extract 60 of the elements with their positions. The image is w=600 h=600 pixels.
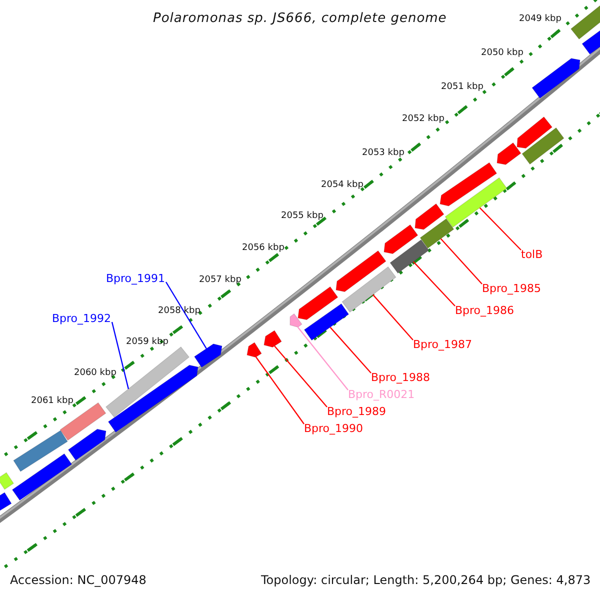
leader-line: [412, 261, 456, 306]
tick-label: 2049 kbp: [519, 14, 562, 24]
gene-block: [384, 224, 418, 254]
gene-block: [522, 127, 564, 165]
gene-block: [414, 203, 444, 230]
gene-label: Bpro_1986: [455, 304, 514, 316]
leader-line: [297, 326, 348, 390]
gene-label: Bpro_1990: [304, 422, 364, 434]
tick-label: 2058 kbp: [158, 306, 200, 316]
leader-line: [440, 238, 482, 284]
gene-block: [264, 330, 282, 348]
tick-label: 2051 kbp: [441, 82, 484, 92]
gene-label: Bpro_1992: [52, 312, 112, 324]
accession-text: Accession: NC_007948: [10, 574, 146, 586]
leader-line: [372, 294, 414, 340]
gene-block: [444, 177, 508, 228]
gene-block: [194, 344, 222, 368]
tick-label: 2056 kbp: [242, 244, 284, 252]
gene-block: [440, 162, 498, 206]
gene-label: Bpro_1987: [413, 338, 472, 350]
gene-block: [246, 342, 262, 358]
tick-label: 2057 kbp: [199, 276, 242, 284]
gene-block: [496, 142, 522, 165]
tick-label: 2055 kbp: [281, 212, 324, 220]
leader-line: [256, 356, 304, 424]
gene-block: [68, 428, 106, 461]
gene-block: [570, 4, 600, 40]
tick-label: 2059 kbp: [126, 338, 168, 346]
tick-label: 2061 kbp: [31, 396, 74, 406]
leader-line: [111, 322, 130, 390]
summary-text: Topology: circular; Length: 5,200,264 bp; Genes: 4,873: [261, 574, 591, 586]
gene-label: tolB: [521, 248, 543, 260]
gene-block: [342, 266, 396, 313]
gene-block: [0, 492, 12, 512]
gene-block: [0, 472, 14, 490]
tick-label: 2052 kbp: [402, 114, 444, 124]
tick-label: 2060 kbp: [74, 368, 116, 378]
tick-label: 2050 kbp: [481, 48, 524, 58]
gene-block: [582, 29, 600, 55]
gene-label: Bpro_R0021: [348, 388, 415, 400]
gene-block: [390, 239, 430, 274]
gene-block: [336, 250, 386, 292]
chart-title: Polaromonas sp. JS666, complete genome: [153, 12, 447, 24]
gene-block: [298, 286, 338, 320]
leader-line: [479, 207, 522, 250]
gene-block: [12, 453, 72, 501]
tick-label: 2053 kbp: [362, 148, 404, 158]
gene-block: [532, 58, 580, 99]
gene-label: Bpro_1985: [482, 282, 542, 294]
gene-block: [420, 218, 454, 249]
gene-block: [13, 430, 68, 472]
gene-block: [304, 303, 350, 341]
gene-label: Bpro_1991: [106, 272, 166, 284]
tick-label: 2054 kbp: [321, 180, 364, 190]
leader-line: [165, 282, 207, 349]
leader-line: [274, 346, 328, 408]
gene-label: Bpro_1989: [327, 406, 386, 416]
gene-label: Bpro_1988: [371, 372, 430, 382]
gene-block: [516, 116, 553, 149]
leader-line: [330, 326, 372, 374]
